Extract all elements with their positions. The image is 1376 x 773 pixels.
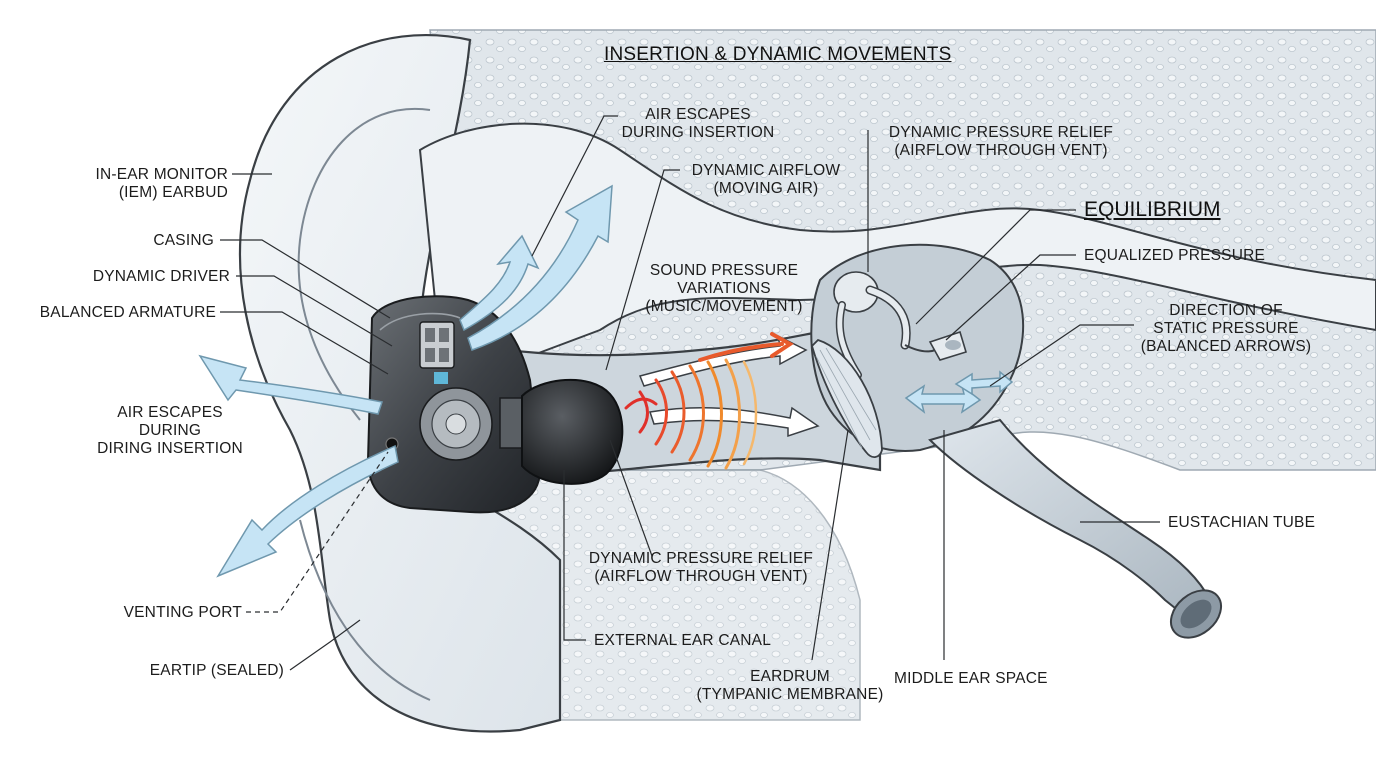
curved-arrow-icon <box>216 444 399 578</box>
curved-arrow-icon <box>467 184 613 351</box>
external-canal-label: EXTERNAL EAR CANAL <box>594 632 772 649</box>
iem-label: IN-EAR MONITOR(IEM) EARBUD <box>95 166 228 201</box>
dynamic-driver-label: DYNAMIC DRIVER <box>92 268 230 285</box>
equilibrium-heading: EQUILIBRIUM <box>1084 198 1221 221</box>
eardrum-fibers <box>815 347 877 449</box>
curved-arrow-icon <box>459 234 540 332</box>
dynamic-airflow-label: DYNAMIC AIRFLOW(MOVING AIR) <box>691 162 841 197</box>
airflow-arrows <box>198 184 1014 578</box>
eartip-label: EARTIP (SEALED) <box>149 662 284 679</box>
curved-arrow-icon <box>198 354 383 415</box>
pinna-inner-fold <box>297 107 431 421</box>
iem-earbud <box>366 295 542 514</box>
relief-bottom-label: DYNAMIC PRESSURE RELIEF(AIRFLOW THROUGH … <box>588 550 814 585</box>
middle-ear-label: MIDDLE EAR SPACE <box>894 670 1048 687</box>
equalized-pressure-label: EQUALIZED PRESSURE <box>1084 247 1266 264</box>
casing-label: CASING <box>153 232 214 249</box>
leader-lines <box>220 115 1160 671</box>
balanced-armature-label: BALANCED ARMATURE <box>39 304 216 321</box>
relief-top-label: DYNAMIC PRESSURE RELIEF(AIRFLOW THROUGH … <box>888 124 1114 159</box>
venting-port-label: VENTING PORT <box>123 604 242 621</box>
double-arrow-icon <box>954 370 1014 396</box>
diagram-title: INSERTION & DYNAMIC MOVEMENTS <box>604 44 952 65</box>
double-arrow-icon <box>904 384 982 414</box>
eartip <box>521 378 624 485</box>
sound-waves <box>624 332 794 470</box>
pinna-helix-fold <box>299 519 431 701</box>
eustachian-label: EUSTACHIAN TUBE <box>1168 514 1316 531</box>
eardrum-label: EARDRUM(TYMPANIC MEMBRANE) <box>696 668 884 703</box>
